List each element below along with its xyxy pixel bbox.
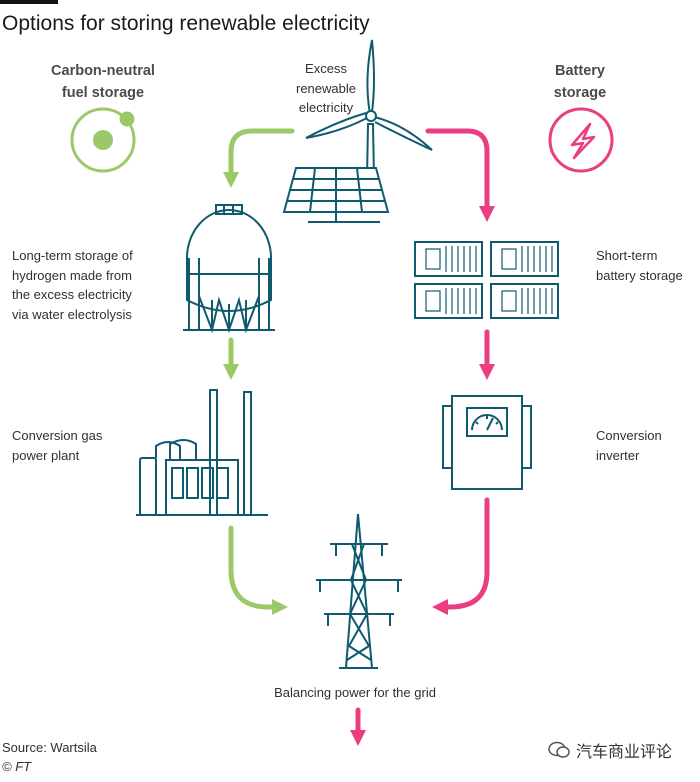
battery-containers-icon (414, 241, 559, 319)
credit-note: © FT (2, 759, 32, 774)
page-title: Options for storing renewable electricit… (2, 12, 370, 35)
fuel-flow-arrows (222, 128, 295, 616)
chat-icon (548, 741, 570, 758)
wind-turbine-icon (305, 39, 433, 179)
transmission-pylon-icon (316, 513, 402, 669)
battery-storage-header: Battery storage (553, 63, 607, 101)
battery-storage-label: Short-term battery storage (596, 248, 683, 283)
inverter-label: Conversion inverter (596, 428, 662, 463)
gas-power-plant-icon (136, 389, 268, 516)
inverter-icon (442, 395, 532, 490)
fuel-storage-icon (70, 107, 136, 173)
solar-panel-icon (282, 167, 390, 223)
header-rule (0, 0, 58, 4)
fuel-storage-header: Carbon-neutral fuel storage (51, 63, 155, 101)
hydrogen-storage-label: Long-term storage of hydrogen made from … (12, 248, 133, 322)
battery-flow-arrows (349, 128, 496, 747)
source-label: Excess renewable electricity (296, 61, 356, 115)
gas-plant-label: Conversion gas power plant (12, 428, 103, 463)
grid-label: Balancing power for the grid (274, 685, 436, 700)
watermark: 汽车商业评论 (548, 738, 672, 762)
lightning-icon (548, 107, 614, 173)
watermark-text: 汽车商业评论 (576, 744, 673, 761)
hydrogen-tank-icon (183, 204, 275, 334)
source-note: Source: Wartsila (2, 740, 97, 755)
